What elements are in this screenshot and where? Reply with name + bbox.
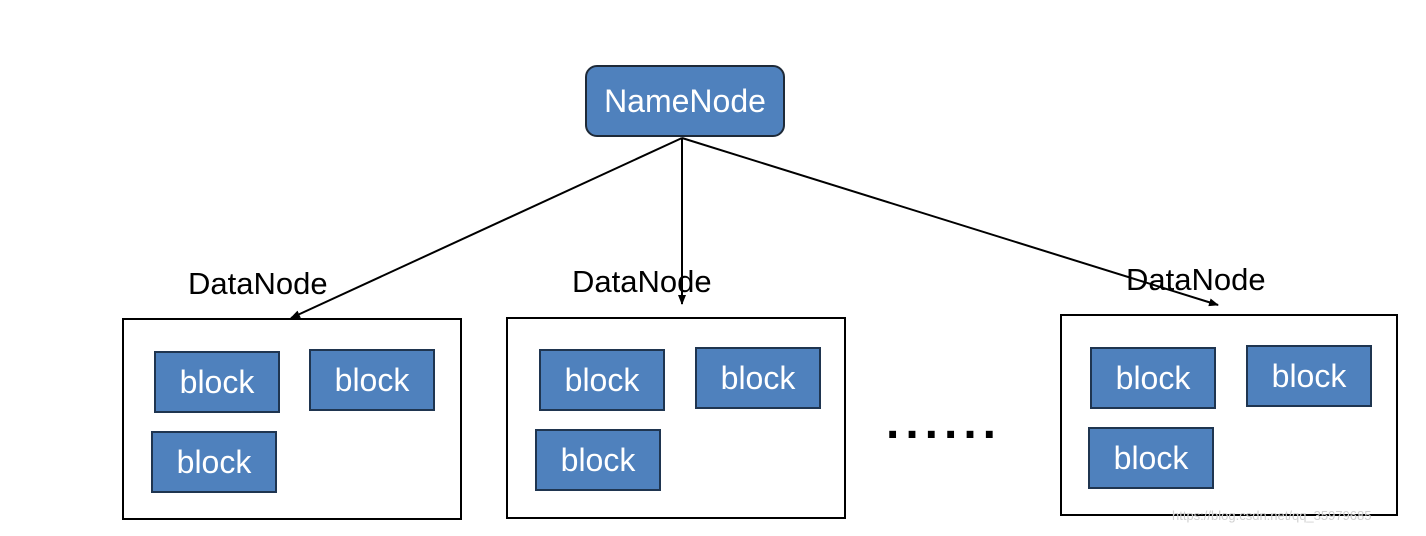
arrow-to-datanode-3 bbox=[681, 137, 1219, 307]
source-watermark: https://blog.csdn.net/qq_35979685 bbox=[1172, 508, 1372, 523]
datanode-2-block-1: block bbox=[539, 349, 665, 411]
datanode-1-block-3: block bbox=[151, 431, 277, 493]
block-label: block bbox=[334, 361, 410, 398]
block-label: block bbox=[564, 361, 640, 398]
namenode-label: NameNode bbox=[604, 82, 766, 119]
block-label: block bbox=[1113, 439, 1189, 476]
datanode-2-box: block block block bbox=[506, 317, 846, 519]
block-label: block bbox=[176, 443, 252, 480]
datanode-1-label: DataNode bbox=[188, 266, 328, 301]
datanode-1-box: block block block bbox=[122, 318, 462, 520]
datanode-3-box: block block block bbox=[1060, 314, 1398, 516]
datanode-3-block-2: block bbox=[1246, 345, 1372, 407]
block-label: block bbox=[720, 359, 796, 396]
arrow-to-datanode-1 bbox=[290, 137, 683, 319]
block-label: block bbox=[1115, 359, 1191, 396]
datanode-1-block-1: block bbox=[154, 351, 280, 413]
block-label: block bbox=[179, 363, 255, 400]
datanode-2-block-2: block bbox=[695, 347, 821, 409]
namenode-box: NameNode bbox=[585, 65, 785, 137]
block-label: block bbox=[560, 441, 636, 478]
datanode-3-block-3: block bbox=[1088, 427, 1214, 489]
datanode-1-block-2: block bbox=[309, 349, 435, 411]
block-label: block bbox=[1271, 357, 1347, 394]
datanode-2-label: DataNode bbox=[572, 264, 712, 299]
more-datanodes-ellipsis: ...... bbox=[886, 396, 1003, 449]
datanode-2-block-3: block bbox=[535, 429, 661, 491]
datanode-3-block-1: block bbox=[1090, 347, 1216, 409]
datanode-3-label: DataNode bbox=[1126, 262, 1266, 297]
